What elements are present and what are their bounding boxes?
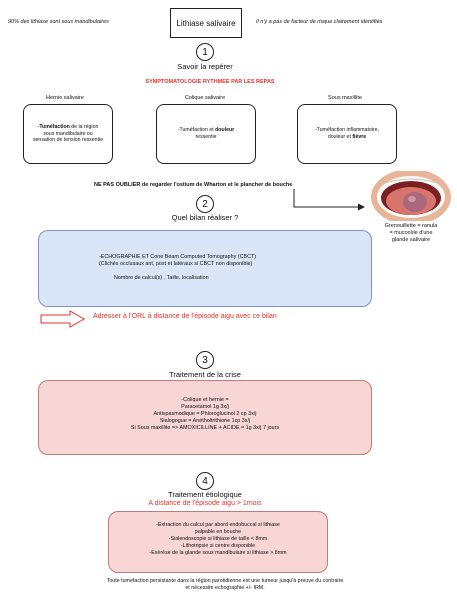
box-colique-salivaire: -Tuméfaction et douleur ressentie [156, 104, 256, 164]
step-4-title: Traitement étiologique [168, 490, 242, 499]
step-1-subtitle: SYMPTOMATOLOGIE RYTHMEE PAR LES REPAS [145, 79, 275, 85]
box-maxillite-line-1: -Tuméfaction inflammatoire, [314, 127, 380, 134]
footer-note: Toute tumefaction persistante dans la ré… [30, 578, 420, 592]
box-maxillite-line-2: douleur et fièvre [327, 134, 367, 140]
reminder-text: NE PAS OUBLIER de regarder l'ostium de W… [94, 182, 293, 188]
arrow-to-photo [293, 189, 365, 211]
bilan-box: -ECHOGRAPHIE ET Cone Beam Computed Tomog… [38, 230, 372, 307]
photo-caption-line-1: Grenouillette = ranula [384, 223, 438, 229]
bilan-line-1: -ECHOGRAPHIE ET Cone Beam Computed Tomog… [99, 254, 257, 260]
footer-line-1: Toute tumefaction persistante dans la ré… [106, 578, 344, 584]
step-3-title: Traitement de la crise [169, 370, 241, 379]
step-1-circle: 1 [196, 43, 214, 61]
etiologique-box: -Extraction du calcul par abord endobucc… [108, 511, 328, 573]
etiologique-line-5: -Exérèse de la glande sous mandibulaire … [149, 549, 287, 556]
bilan-line-4: Nombre de calcul(s) , Taille, localisati… [114, 275, 209, 282]
crise-line-5: Si Sous maxillite => AMOXICILLINE + ACID… [130, 425, 280, 432]
step-4-circle: 4 [196, 472, 214, 490]
box-hernie-line-2: sous mandibulaire ou [43, 130, 93, 137]
step-1-title: Savoir la repérer [177, 62, 233, 71]
referral-arrow-icon [40, 310, 86, 328]
header-right-note: Il n'y a pas de facteur de risque claire… [256, 19, 383, 25]
box-hernie-line-3: sensation de tension ressentie [32, 137, 104, 144]
photo-caption-line-3: glande salivaire [391, 237, 431, 244]
page-title: Lithiase salivaire [170, 8, 242, 38]
crise-line-1: -Colique et hernie = [181, 397, 229, 403]
etiologique-line-3: -Sialendoscopie si lithiase de taille < … [168, 535, 268, 542]
crise-line-3: Antispasmodique = Phloroglucinol 2 cp 3x… [153, 411, 257, 418]
step-2-circle: 2 [196, 195, 214, 213]
crise-box: -Colique et hernie = Paracetamol 1g 3x/j… [38, 380, 372, 455]
box-sous-maxillite: -Tuméfaction inflammatoire, douleur et f… [297, 104, 397, 164]
bilan-line-2: (Clichés occlusaux ant, post et latéraux… [99, 261, 253, 268]
etiologique-line-1: -Extraction du calcul par abord endobucc… [156, 522, 280, 528]
step-3-circle: 3 [196, 351, 214, 369]
column-heading-hernie: Hernie salivaire [46, 95, 84, 101]
referral-text: Adresser à l'ORL à distance de l'épisode… [93, 313, 277, 320]
footer-line-2: et nécessite echographie +/- IRM. [185, 584, 265, 591]
crise-line-4: Sialogogue = Anétholtrithione 1cp 3x/j [159, 418, 251, 425]
column-heading-maxillite: Sous maxillite [328, 95, 362, 101]
etiologique-line-2: palpable en bouche [194, 528, 242, 535]
header-left-note: 90% des lithiase sont sous mandibulaires [8, 19, 109, 25]
bilan-line-3 [99, 268, 256, 275]
etiologique-line-4: -Lithotripsie si centre disponible [180, 542, 256, 549]
ranula-photo [371, 171, 451, 221]
box-hernie-line-1: -Tuméfaction de la région [37, 123, 99, 130]
photo-caption-line-2: = mucocèle d'une [389, 230, 433, 237]
photo-caption: Grenouillette = ranula = mucocèle d'une … [368, 223, 454, 244]
box-colique-line-2: ressentie [195, 134, 217, 140]
mouth-illustration [371, 171, 451, 221]
box-hernie-salivaire: -Tuméfaction de la région sous mandibula… [23, 104, 113, 164]
crise-line-2: Paracetamol 1g 3x/j [181, 404, 229, 411]
step-2-title: Quel bilan réaliser ? [171, 213, 239, 222]
box-colique-line-1: -Tuméfaction et douleur [177, 127, 235, 134]
column-heading-colique: Colique salivaire [184, 95, 226, 101]
step-4-subtitle: A distance de l'épisode aigu > 1mois [148, 500, 262, 507]
